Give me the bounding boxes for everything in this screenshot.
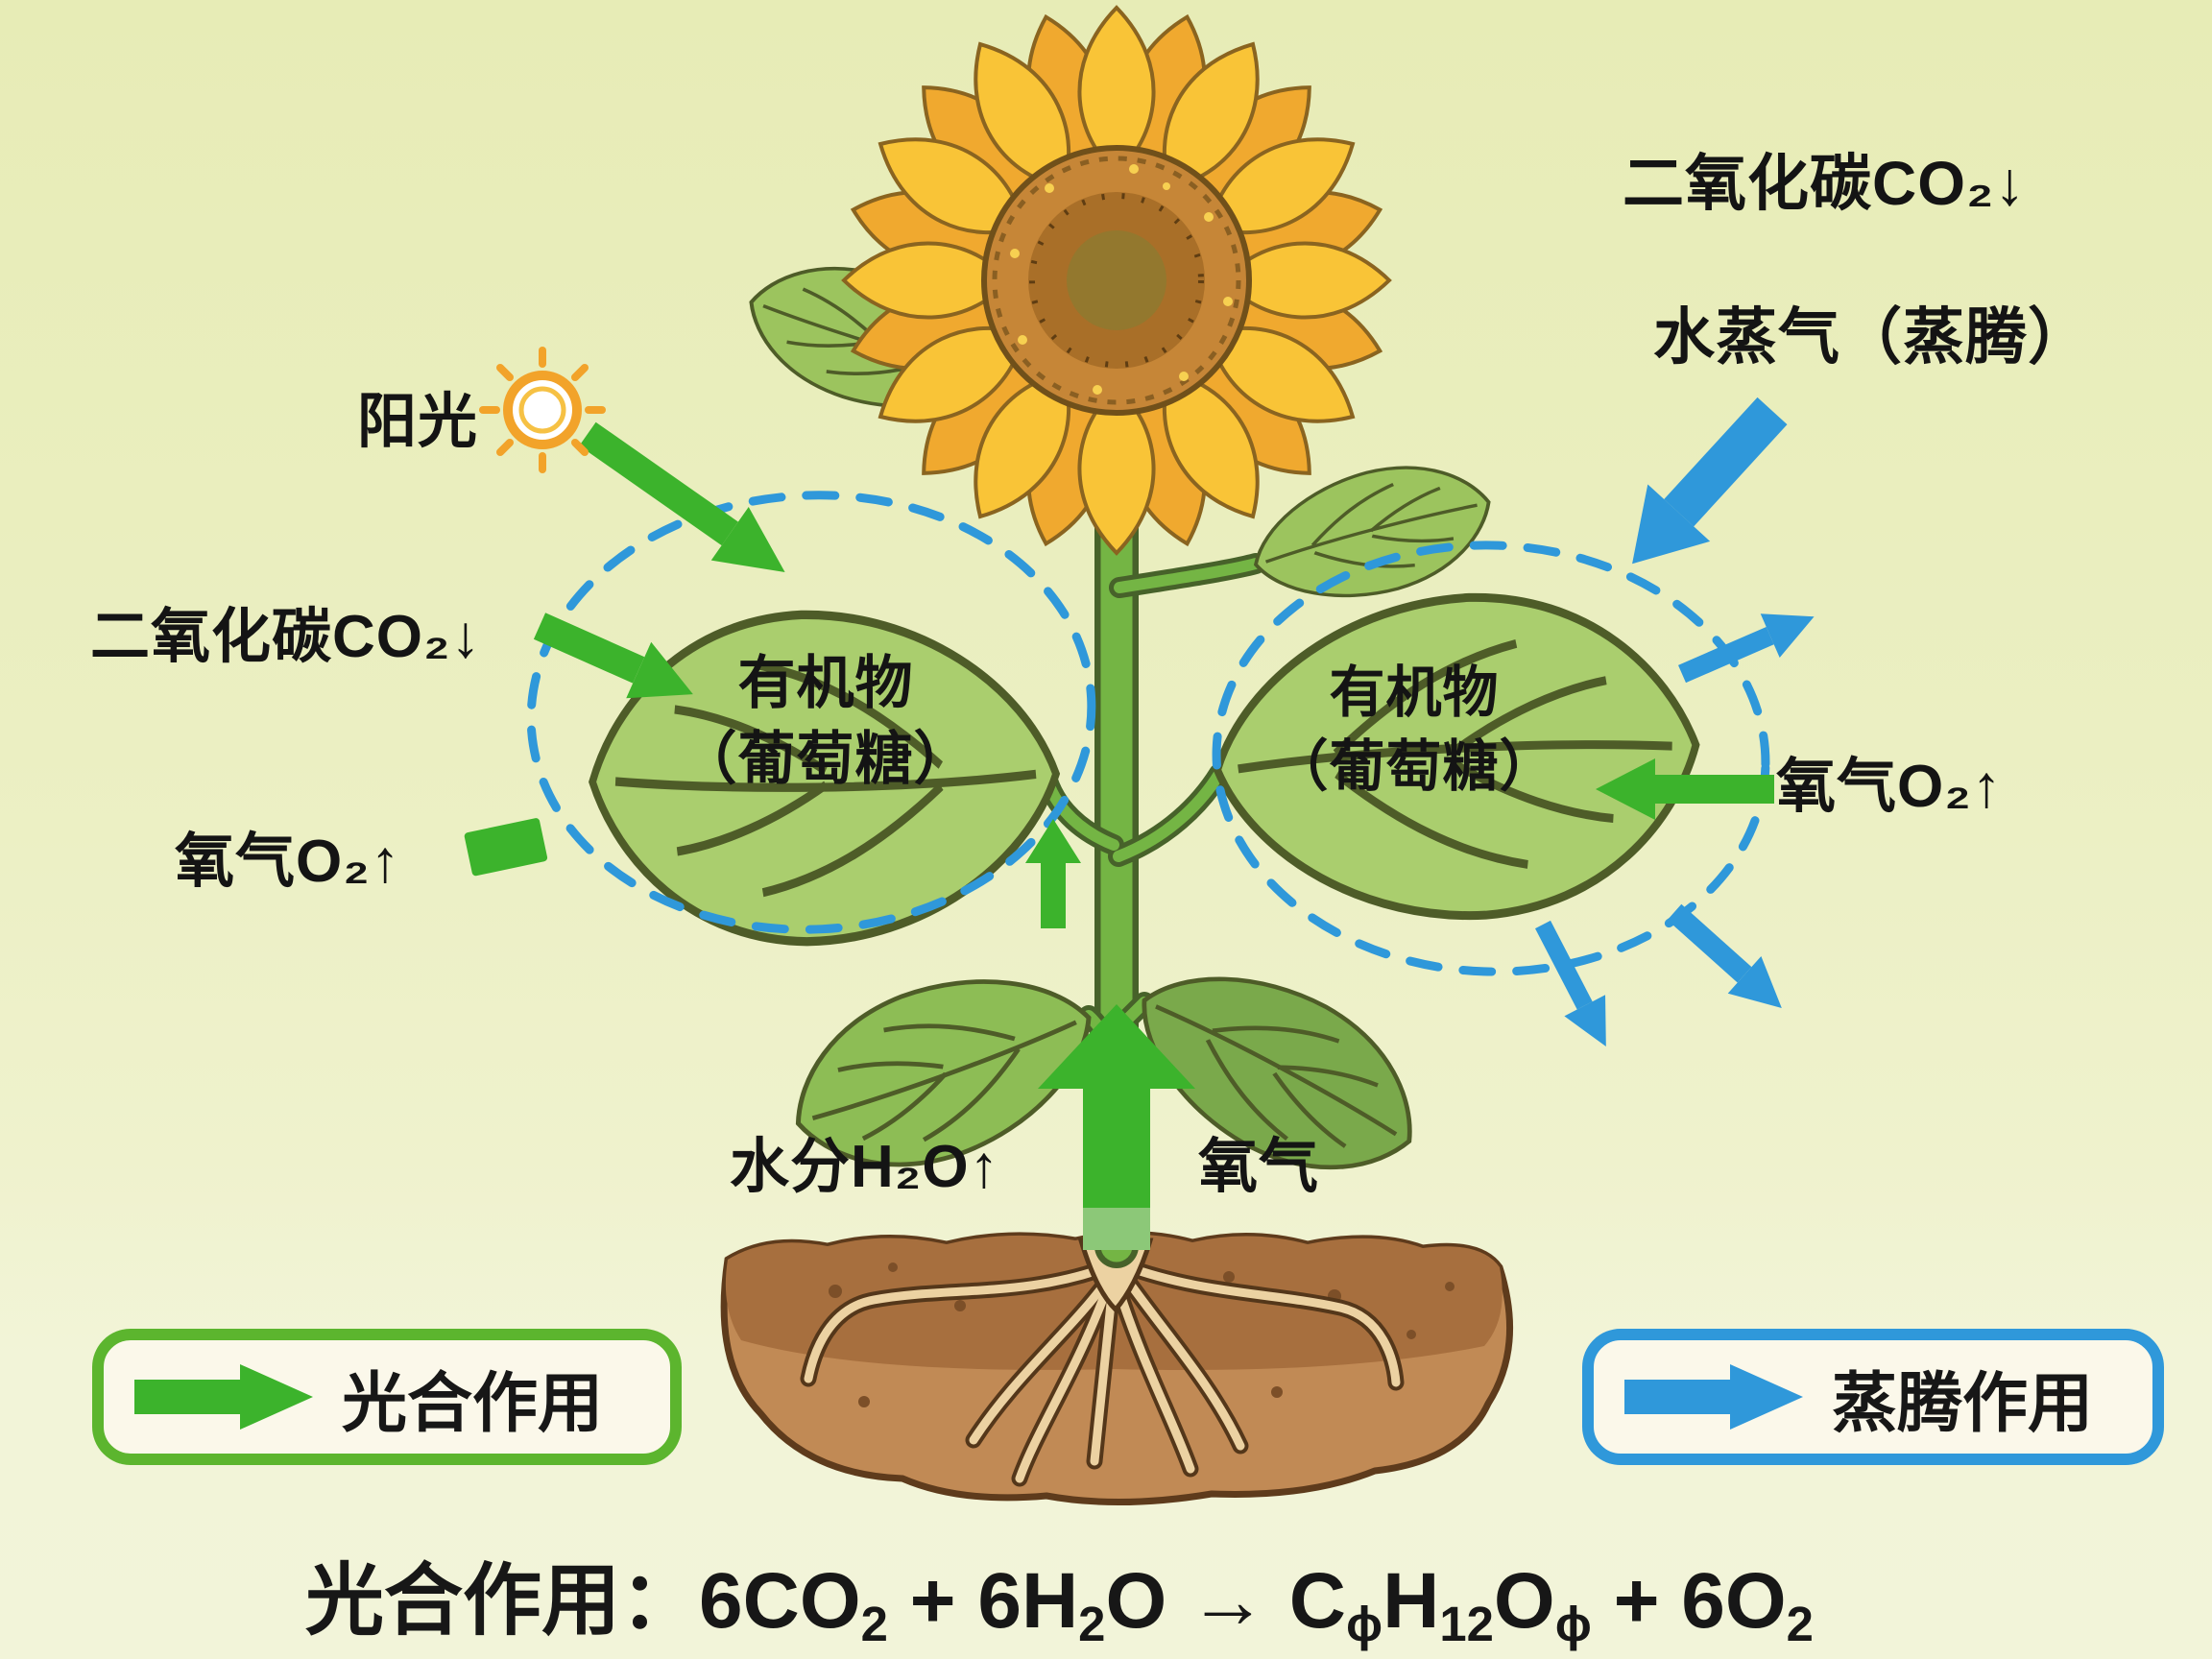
equation-sub: 12 (1439, 1597, 1494, 1652)
vapor-arrow-down-1 (1535, 920, 1606, 1046)
co2-left-arrow (533, 613, 693, 699)
organic-left-line1: 有机物 (737, 651, 914, 715)
pollen-dots (1010, 164, 1233, 395)
legend-photosynthesis-label: 光合作用 (342, 1366, 604, 1440)
equation-sub: ϕ (1346, 1597, 1383, 1652)
sunflower-head (841, 5, 1392, 556)
equation-sub: ϕ (1554, 1597, 1592, 1652)
oxygen-root-label: 氧气 (1198, 1134, 1320, 1200)
roots (800, 1239, 1405, 1487)
equation-sub: 2 (860, 1597, 888, 1652)
equation-part: + 6O (1591, 1557, 1787, 1645)
sunlight-label: 阳光 (357, 389, 479, 455)
vapor-main-arrow (1632, 397, 1788, 565)
equation-part: O → C (1105, 1557, 1347, 1645)
sunlight-arrow (579, 421, 785, 572)
equation-part: + 6H (887, 1557, 1079, 1645)
equation-part: 光合作用：6CO (305, 1557, 861, 1645)
equation-part: H (1382, 1557, 1440, 1645)
oxygen-left-stub (464, 818, 548, 877)
stem-oxygen-arrow (1025, 819, 1081, 928)
legend-blue-arrow-icon (1624, 1364, 1803, 1430)
equation-sub: 2 (1786, 1597, 1814, 1652)
organic-left-line2: （葡萄糖） (679, 727, 973, 792)
legend-photosynthesis: 光合作用 (92, 1329, 682, 1465)
equation-part: O (1493, 1557, 1555, 1645)
co2-left-label: 二氧化碳CO₂↓ (90, 604, 482, 670)
vapor-arrow-up-right (1678, 613, 1815, 684)
left-leaf-outline (526, 491, 1096, 934)
organic-right-line1: 有机物 (1329, 661, 1500, 724)
co2-top-label: 二氧化碳CO₂↓ (1623, 149, 2027, 218)
equation-sub: 2 (1078, 1597, 1106, 1652)
water-uptake-arrow (1038, 1004, 1195, 1250)
oxygen-right-label: 氧气O₂↑ (1776, 754, 2003, 820)
legend-transpiration: 蒸腾作用 (1582, 1329, 2164, 1465)
right-leaf-outline (1212, 541, 1770, 976)
organic-left-label: 有机物 （葡萄糖） (595, 645, 1056, 797)
legend-green-arrow-icon (134, 1364, 313, 1430)
organic-right-line2: （葡萄糖） (1272, 734, 1556, 798)
sun-icon (479, 347, 606, 473)
photosynthesis-equation: 光合作用：6CO2 + 6H2O → CϕH12Oϕ + 6O2 (305, 1536, 1814, 1652)
legend-transpiration-label: 蒸腾作用 (1832, 1366, 2094, 1440)
water-vapor-label: 水蒸气（蒸腾） (1653, 302, 2090, 372)
vapor-arrow-down-2 (1667, 903, 1782, 1008)
flower-center (981, 145, 1252, 416)
organic-right-label: 有机物 （葡萄糖） (1184, 657, 1645, 804)
oxygen-right-arrow (1596, 758, 1774, 820)
water-root-label: 水分H₂O↑ (730, 1134, 1000, 1200)
oxygen-left-label: 氧气O₂↑ (175, 829, 401, 895)
soil (720, 1231, 1514, 1505)
